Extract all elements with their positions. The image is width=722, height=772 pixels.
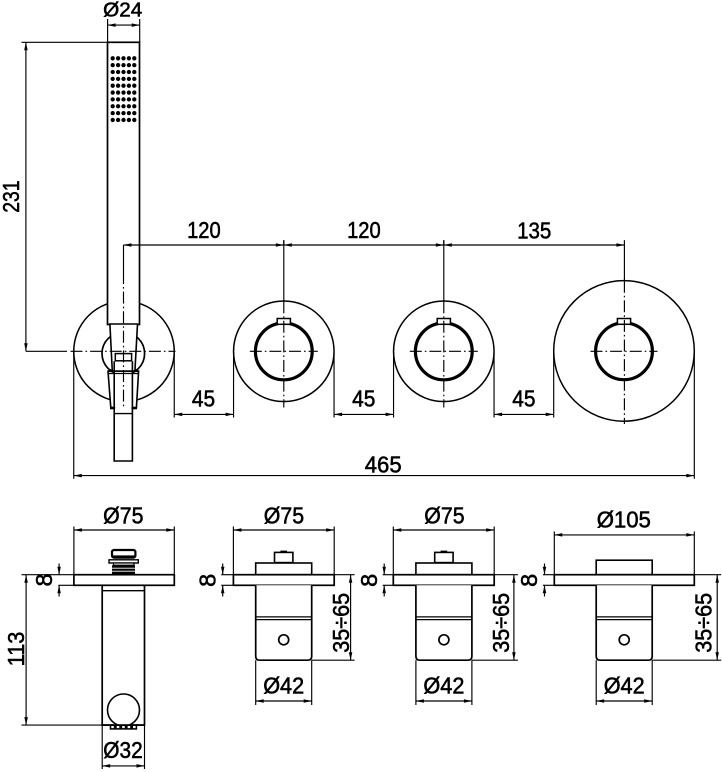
svg-text:Ø42: Ø42 [423, 673, 464, 699]
svg-text:8: 8 [31, 573, 57, 586]
svg-text:Ø32: Ø32 [103, 737, 142, 763]
svg-text:45: 45 [352, 386, 375, 412]
svg-text:Ø42: Ø42 [604, 673, 645, 699]
svg-text:35÷65: 35÷65 [488, 593, 514, 653]
svg-text:113: 113 [3, 632, 29, 667]
svg-text:45: 45 [512, 386, 535, 412]
svg-text:Ø42: Ø42 [263, 673, 304, 699]
svg-text:120: 120 [347, 217, 381, 243]
svg-text:35÷65: 35÷65 [690, 593, 716, 653]
svg-text:8: 8 [516, 574, 542, 587]
svg-text:135: 135 [517, 217, 551, 243]
svg-text:Ø75: Ø75 [424, 502, 464, 528]
svg-text:120: 120 [187, 217, 221, 243]
svg-text:8: 8 [356, 574, 382, 587]
svg-text:45: 45 [192, 386, 215, 412]
svg-text:465: 465 [365, 451, 402, 477]
svg-text:Ø75: Ø75 [264, 502, 304, 528]
svg-text:Ø75: Ø75 [103, 502, 143, 528]
svg-text:8: 8 [194, 574, 220, 587]
svg-text:231: 231 [0, 180, 24, 212]
svg-text:Ø24: Ø24 [103, 0, 142, 21]
svg-text:Ø105: Ø105 [597, 507, 651, 533]
svg-text:35÷65: 35÷65 [328, 593, 354, 653]
